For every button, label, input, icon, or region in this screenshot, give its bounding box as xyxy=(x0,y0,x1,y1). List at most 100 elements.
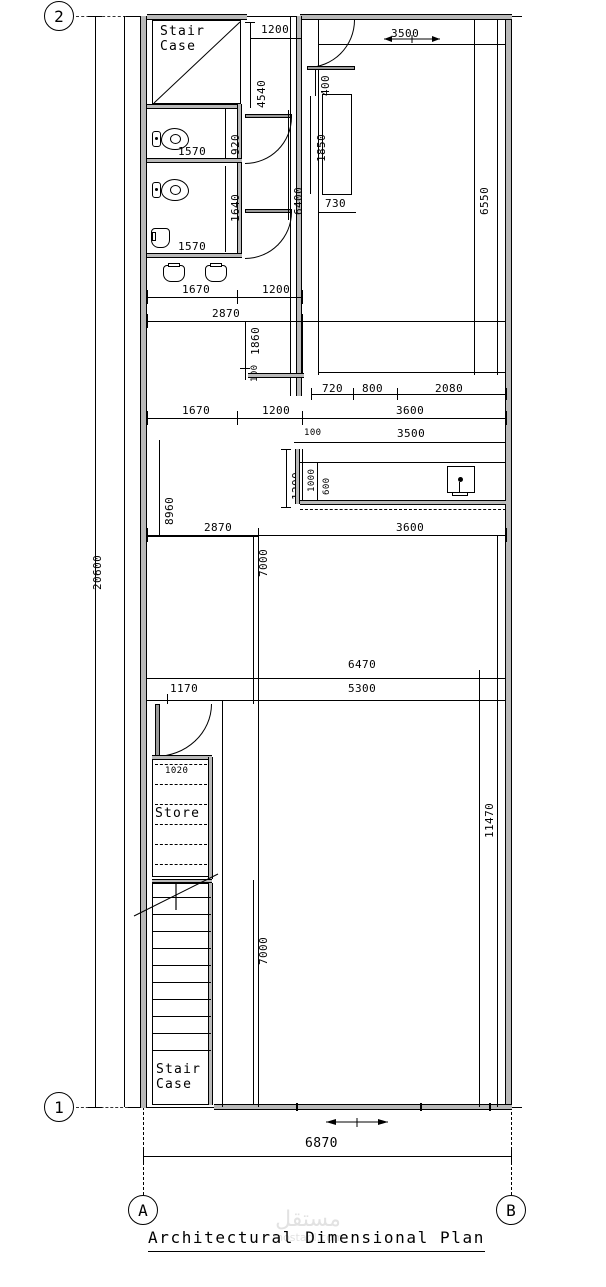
stair-lower-wall-top xyxy=(152,879,212,883)
dim-920-line xyxy=(225,108,226,158)
overall-dim-tick-top xyxy=(88,16,102,17)
dim-7000-a: 7000 xyxy=(257,548,270,577)
dim-1850-line xyxy=(310,96,311,194)
dim-1200-d-line xyxy=(286,449,287,507)
basin-3-tap xyxy=(210,263,222,267)
dim-6550-line xyxy=(474,20,475,375)
stair-lower-outline xyxy=(152,883,212,1105)
dim-4540-line xyxy=(250,22,251,108)
kitchen-sink-drain xyxy=(458,477,463,482)
store-door-leaf xyxy=(155,704,160,757)
hall-right-inner xyxy=(497,536,498,1107)
tick-a1 xyxy=(147,290,148,304)
tick-f1 xyxy=(167,694,168,704)
dim-3600-a: 3600 xyxy=(396,404,425,417)
tick-b1 xyxy=(147,314,148,328)
bath2-door-leaf xyxy=(245,209,292,213)
store-door-swing xyxy=(155,704,212,757)
dim-3600-b: 3600 xyxy=(396,521,425,534)
wc-2-seat xyxy=(170,185,181,195)
bath1-wall-top xyxy=(147,104,242,109)
dim-1200-c: 1200 xyxy=(262,404,291,417)
kitchen-counter-top xyxy=(300,462,506,463)
dimrow-2870-line xyxy=(147,321,506,322)
hall-left-edge xyxy=(258,536,259,1107)
grid-bubble-1[interactable]: 1 xyxy=(44,1092,74,1122)
bottom-window-jamb-1 xyxy=(296,1103,298,1111)
bath1-wall-right xyxy=(237,104,242,162)
bottom-window-jamb-2 xyxy=(420,1103,422,1111)
dim-1200-d-tick-t xyxy=(281,449,291,450)
dim-2870-b: 2870 xyxy=(204,521,233,534)
store-shelf-5 xyxy=(155,844,207,845)
dim-1200-b: 1200 xyxy=(262,283,291,296)
kitchen-sink-tap-stem xyxy=(459,482,460,494)
grid-bubble-A[interactable]: A xyxy=(128,1195,158,1225)
dim-1860: 1860 xyxy=(249,326,262,355)
tick-c1 xyxy=(311,388,312,400)
dim-4540: 4540 xyxy=(255,79,268,108)
kitchen-counter-bottom xyxy=(300,500,506,505)
dim-20600: 20600 xyxy=(91,554,104,590)
stair-lower-break-line xyxy=(133,873,219,917)
corridor-edge-line xyxy=(290,16,291,396)
tick-e3 xyxy=(506,528,507,542)
dim-920: 920 xyxy=(229,133,242,155)
dim-1200-top-line xyxy=(250,38,302,39)
grid-bubble-2[interactable]: 2 xyxy=(44,1,74,31)
overall-dim-tick-bottom xyxy=(88,1107,102,1108)
store-outline xyxy=(152,757,212,877)
bottom-window-slider xyxy=(322,1112,392,1127)
tick-a3 xyxy=(302,290,303,304)
dim-730-line xyxy=(318,212,356,213)
tick-f2 xyxy=(253,672,254,704)
store-shelf-2 xyxy=(155,784,207,785)
dim-7000-b: 7000 xyxy=(257,936,270,965)
dim-1170: 1170 xyxy=(170,682,199,695)
dimrow-720-800-2080-line xyxy=(311,394,506,395)
dimrow-1670-1200-3600-line xyxy=(147,418,506,419)
stair-upper-diagonal xyxy=(153,21,241,104)
grid-bubble-2-label: 2 xyxy=(54,6,64,26)
dim-5300: 5300 xyxy=(348,682,377,695)
dim-1020: 1020 xyxy=(165,766,189,776)
dim-1860-line xyxy=(245,322,246,368)
bedroom-inner-right xyxy=(497,20,498,375)
dim-6470: 6470 xyxy=(348,658,377,671)
outer-wall-bottom xyxy=(214,1104,512,1110)
wc-2-flush xyxy=(155,188,158,191)
tick-c4 xyxy=(506,388,507,400)
tick-e1 xyxy=(147,528,148,542)
stair-upper-label: Stair Case xyxy=(160,24,206,54)
tick-c3 xyxy=(397,388,398,400)
dim-3500-top-line xyxy=(318,44,505,45)
bottom-window-jamb-3 xyxy=(489,1103,491,1111)
dim-100-a-tick xyxy=(240,368,250,369)
tick-d4 xyxy=(506,411,507,425)
dim-11470: 11470 xyxy=(483,802,496,838)
tick-d3 xyxy=(302,411,303,425)
basin-2-tap xyxy=(168,263,180,267)
kitchen-counter-dashed xyxy=(300,509,506,510)
dim-1640-line xyxy=(225,166,226,252)
store-label: Store xyxy=(155,806,201,821)
grid-axis-1-leader xyxy=(76,1107,128,1108)
dim-1200-top: 1200 xyxy=(261,23,290,36)
grid-bubble-A-label: A xyxy=(138,1200,148,1220)
dim-1670-b: 1670 xyxy=(182,404,211,417)
dim-6870-tick-left xyxy=(143,1149,144,1163)
dim-8960: 8960 xyxy=(163,496,176,525)
grid-bubble-B[interactable]: B xyxy=(496,1195,526,1225)
bath1-door-leaf xyxy=(245,114,292,118)
dim-1850: 1850 xyxy=(315,133,328,162)
hall-top-edge-left xyxy=(147,536,258,537)
hall-left-inner xyxy=(222,700,223,1107)
wc-1-seat xyxy=(170,134,181,144)
tick-e2 xyxy=(258,528,259,542)
dim-7000-a-line xyxy=(253,536,254,681)
dim-11470-line xyxy=(479,670,480,1107)
dim-rail-vertical-2 xyxy=(124,16,125,1107)
bedroom-inner-bottom xyxy=(318,372,505,373)
dim-720: 720 xyxy=(322,382,344,395)
